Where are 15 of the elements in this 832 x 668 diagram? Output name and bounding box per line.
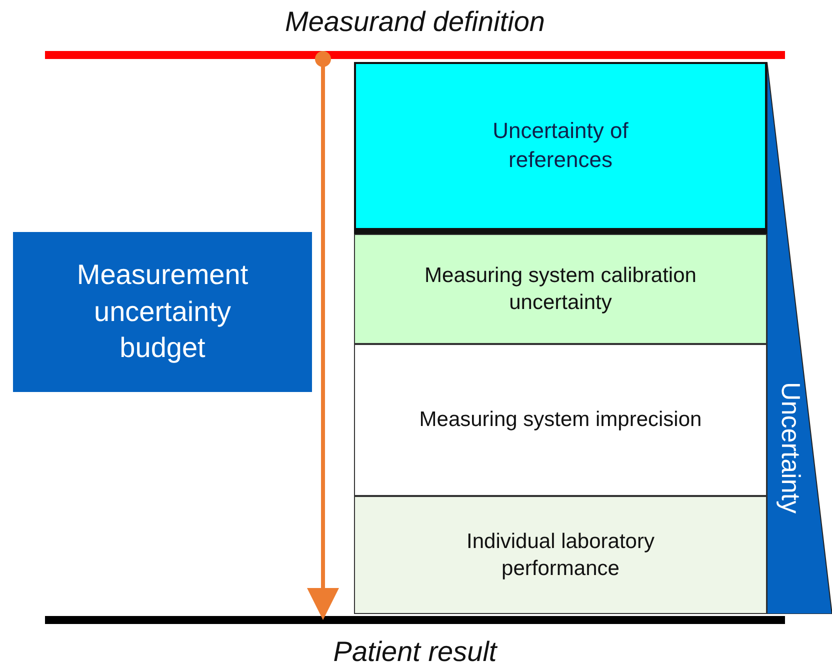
- box-label: Individual laboratory performance: [466, 528, 656, 582]
- label-box: [354, 234, 767, 344]
- label-box: [354, 496, 767, 614]
- box-label: Measuring system calibration uncertainty: [424, 262, 698, 316]
- box-label: Uncertainty of references: [492, 117, 630, 174]
- label-box: [13, 232, 312, 392]
- line-label: Measurand definition: [284, 6, 546, 38]
- label-box: [354, 62, 767, 234]
- wedge-shape: [767, 62, 832, 614]
- arrow: [307, 51, 339, 620]
- box-label: Measuring system imprecision: [419, 407, 702, 434]
- wedge-label: Uncertainty: [775, 382, 806, 514]
- line-label: Patient result: [332, 636, 498, 668]
- box-label: Measurement uncertainty budget: [76, 258, 250, 366]
- label-box: [354, 344, 767, 496]
